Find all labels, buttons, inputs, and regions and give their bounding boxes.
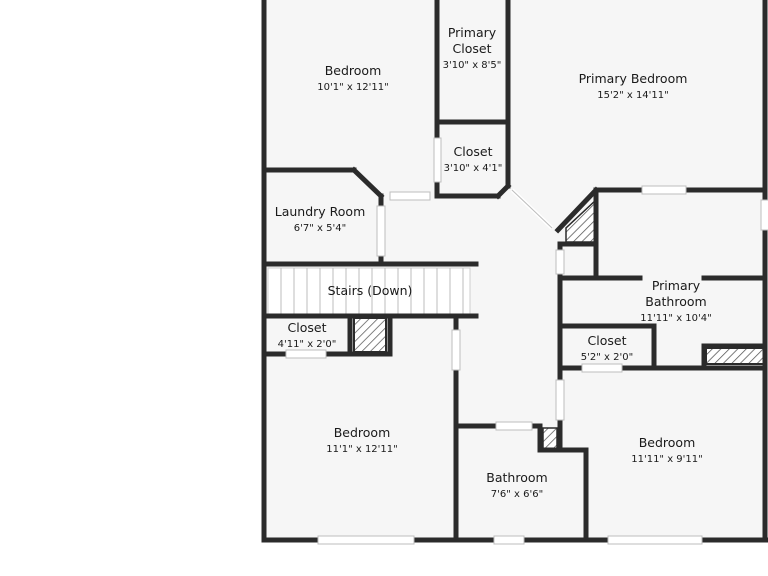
room-closet-mid-dim: 3'10" x 4'1" <box>444 163 503 174</box>
room-closet-east-name: Closet <box>588 333 627 348</box>
room-bathroom-dim: 7'6" x 6'6" <box>491 489 543 500</box>
room-laundry-name: Laundry Room <box>275 204 366 219</box>
room-closet-mid-name: Closet <box>454 144 493 159</box>
room-stairs-name: Stairs (Down) <box>328 283 413 298</box>
room-primary-closet-name-2: Closet <box>453 41 492 56</box>
room-primary-bedroom-name: Primary Bedroom <box>579 71 688 86</box>
room-closet-west-dim: 4'11" x 2'0" <box>278 339 337 350</box>
hatched-block-west <box>353 317 387 353</box>
room-bathroom-name: Bathroom <box>486 470 547 485</box>
room-bedroom-nw-name: Bedroom <box>325 63 382 78</box>
hatched-block-bath <box>542 427 558 451</box>
stairs-treads <box>267 267 471 315</box>
room-bedroom-sw-dim: 11'1" x 12'11" <box>326 444 398 455</box>
room-closet-east-dim: 5'2" x 2'0" <box>581 352 633 363</box>
hatched-block-east <box>705 347 765 365</box>
room-closet-west-name: Closet <box>288 320 327 335</box>
room-primary-closet-dim: 3'10" x 8'5" <box>443 60 502 71</box>
room-primary-bath-name-2: Bathroom <box>645 294 706 309</box>
room-bedroom-sw-name: Bedroom <box>334 425 391 440</box>
windows <box>285 137 768 545</box>
room-bedroom-se-dim: 11'11" x 9'11" <box>631 454 703 465</box>
room-primary-closet-name-1: Primary <box>448 25 497 40</box>
room-primary-bath-dim: 11'11" x 10'4" <box>640 313 712 324</box>
room-laundry-dim: 6'7" x 5'4" <box>294 223 346 234</box>
room-bedroom-se-name: Bedroom <box>639 435 696 450</box>
room-bedroom-nw-dim: 10'1" x 12'11" <box>317 82 389 93</box>
room-primary-bedroom-dim: 15'2" x 14'11" <box>597 90 669 101</box>
room-primary-bath-name-1: Primary <box>652 278 701 293</box>
